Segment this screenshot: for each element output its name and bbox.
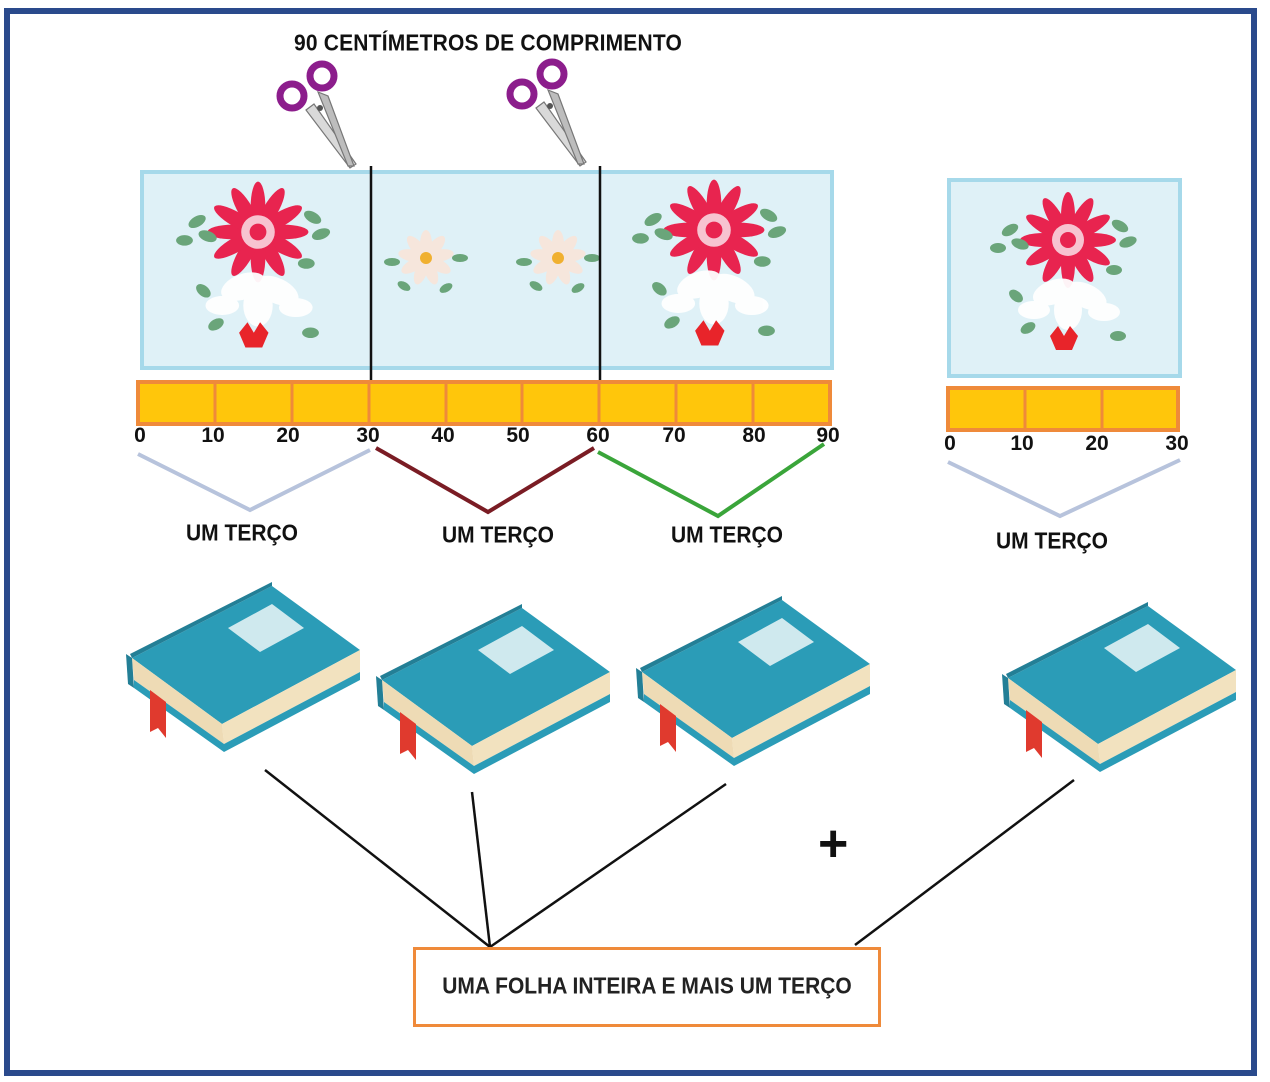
tick-label: 50 xyxy=(506,424,530,447)
book-icon xyxy=(376,604,610,774)
tick-label: 10 xyxy=(1010,432,1034,455)
tick-label: 90 xyxy=(816,424,840,447)
third-label: UM TERÇO xyxy=(442,522,554,549)
result-label: UMA FOLHA INTEIRA E MAIS UM TERÇO xyxy=(442,973,852,1000)
tick-label: 20 xyxy=(276,424,300,447)
connector-lines xyxy=(264,769,1075,949)
tick-label: 60 xyxy=(586,424,610,447)
tick-label: 0 xyxy=(944,432,956,455)
third-label: UM TERÇO xyxy=(996,528,1108,555)
tick-label: 10 xyxy=(201,424,225,447)
result-box: UMA FOLHA INTEIRA E MAIS UM TERÇO xyxy=(413,947,881,1027)
book-icon xyxy=(126,582,360,752)
tick-label: 0 xyxy=(134,424,146,447)
scissors-icon xyxy=(280,64,356,168)
book-icon xyxy=(636,596,870,766)
tick-label: 30 xyxy=(1165,432,1189,455)
third-bracket xyxy=(597,442,826,519)
third-label: UM TERÇO xyxy=(186,520,298,547)
third-bracket xyxy=(137,448,371,513)
decorated-paper xyxy=(140,166,834,424)
tick-label: 20 xyxy=(1085,432,1109,455)
third-label: UM TERÇO xyxy=(671,522,783,549)
diagram-title: 90 CENTÍMETROS DE COMPRIMENTO xyxy=(293,30,683,57)
book-icon xyxy=(1002,602,1236,772)
plus-sign: + xyxy=(818,815,849,873)
ruler-main xyxy=(136,380,832,426)
third-bracket xyxy=(375,446,596,515)
tick-label: 70 xyxy=(662,424,686,447)
scissors-icon xyxy=(510,62,586,166)
ruler-small xyxy=(946,386,1180,432)
tick-label: 30 xyxy=(356,424,380,447)
decorated-paper-third xyxy=(947,178,1182,378)
third-bracket xyxy=(947,458,1181,519)
tick-label: 80 xyxy=(742,424,766,447)
tick-label: 40 xyxy=(431,424,455,447)
diagram-frame xyxy=(4,8,1257,1076)
